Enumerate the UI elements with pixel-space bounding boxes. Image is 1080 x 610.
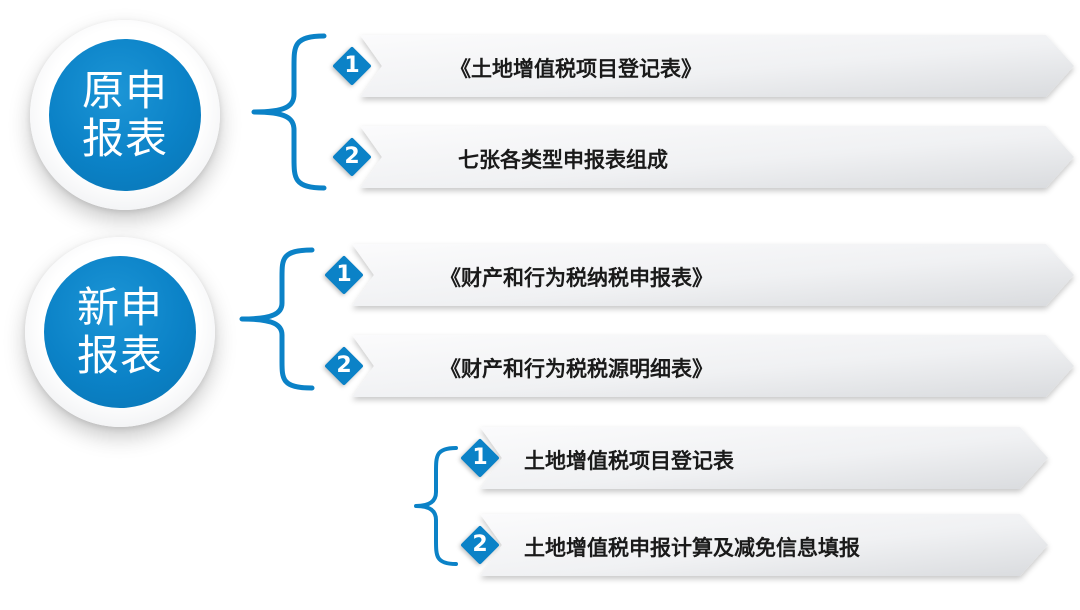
group-1-brace-icon — [251, 33, 327, 191]
group-1-item-2-text: 七张各类型申报表组成 — [458, 148, 668, 172]
sub-item-1-badge: 1 — [460, 438, 500, 478]
group-2-item-1-banner — [352, 244, 1074, 306]
group-2-item-2: 2 《财产和行为税税源明细表》 — [324, 333, 1078, 399]
group-1-item-2-banner — [360, 126, 1074, 188]
group-2-circle: 新申 报表 — [25, 237, 215, 427]
group-1-label-line1: 原申 — [81, 65, 168, 115]
group-2-item-2-number: 2 — [336, 353, 352, 378]
sub-item-2-number: 2 — [472, 532, 488, 557]
group-2-item-1-text: 《财产和行为税纳税申报表》 — [440, 266, 713, 290]
group-1-item-1-banner — [360, 35, 1074, 97]
group-1-label: 原申 报表 — [49, 39, 201, 191]
group-1-item-1-text: 《土地增值税项目登记表》 — [450, 57, 702, 81]
sub-item-1-banner — [480, 427, 1048, 489]
group-1-item-1: 1 《土地增值税项目登记表》 — [332, 33, 1078, 99]
group-2-item-2-banner — [352, 335, 1074, 397]
group-2-item-2-text: 《财产和行为税税源明细表》 — [440, 357, 713, 381]
group-2-item-1-badge: 1 — [324, 255, 364, 295]
group-1-item-1-badge: 1 — [332, 46, 372, 86]
group-1-item-1-number: 1 — [344, 53, 360, 78]
group-1-circle: 原申 报表 — [30, 20, 220, 210]
group-2-label-line1: 新申 — [76, 282, 163, 332]
group-1-label-line2: 报表 — [81, 114, 168, 163]
group-2-item-1-number: 1 — [336, 262, 352, 287]
group-2-item-1: 1 《财产和行为税纳税申报表》 — [324, 242, 1078, 308]
group-2-label: 新申 报表 — [44, 256, 196, 408]
sub-item-1: 1 土地增值税项目登记表 — [458, 425, 1052, 491]
group-2-item-2-badge: 2 — [324, 346, 364, 386]
sub-item-1-number: 1 — [472, 445, 488, 470]
group-1-item-2-number: 2 — [344, 144, 360, 169]
sub-item-2: 2 土地增值税申报计算及减免信息填报 — [458, 512, 1052, 578]
group-1-item-2: 2 七张各类型申报表组成 — [332, 124, 1078, 190]
sub-item-2-badge: 2 — [460, 525, 500, 565]
group-1-item-2-badge: 2 — [332, 137, 372, 177]
sub-item-2-text: 土地增值税申报计算及减免信息填报 — [524, 536, 860, 560]
sub-items-brace-icon — [414, 446, 458, 566]
sub-item-1-text: 土地增值税项目登记表 — [524, 449, 734, 473]
group-2-label-line2: 报表 — [76, 331, 163, 380]
sub-item-2-banner — [480, 514, 1048, 576]
group-2-brace-icon — [239, 247, 315, 391]
